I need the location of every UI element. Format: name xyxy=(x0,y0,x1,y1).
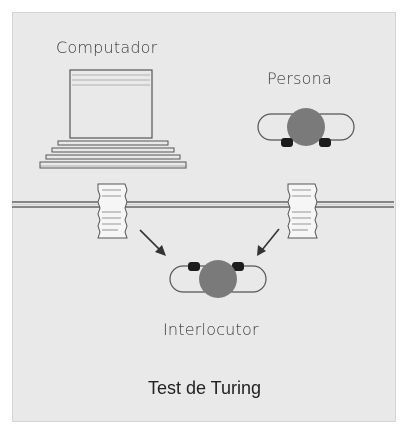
computer-label: Computador xyxy=(56,38,158,57)
figure-caption: Test de Turing xyxy=(147,378,262,398)
diagram-panel xyxy=(12,12,396,422)
arrow-left-to-interlocutor xyxy=(139,229,166,256)
left-paper-icon xyxy=(97,183,128,239)
computer-icon xyxy=(39,69,187,169)
person-label: Persona xyxy=(267,69,332,88)
interlocutor-label: Interlocutor xyxy=(163,320,259,339)
right-paper-icon xyxy=(287,183,318,239)
separator-wall xyxy=(12,201,394,208)
person-icon xyxy=(257,108,355,147)
interlocutor-icon xyxy=(169,260,267,298)
arrow-right-to-interlocutor xyxy=(257,228,280,256)
